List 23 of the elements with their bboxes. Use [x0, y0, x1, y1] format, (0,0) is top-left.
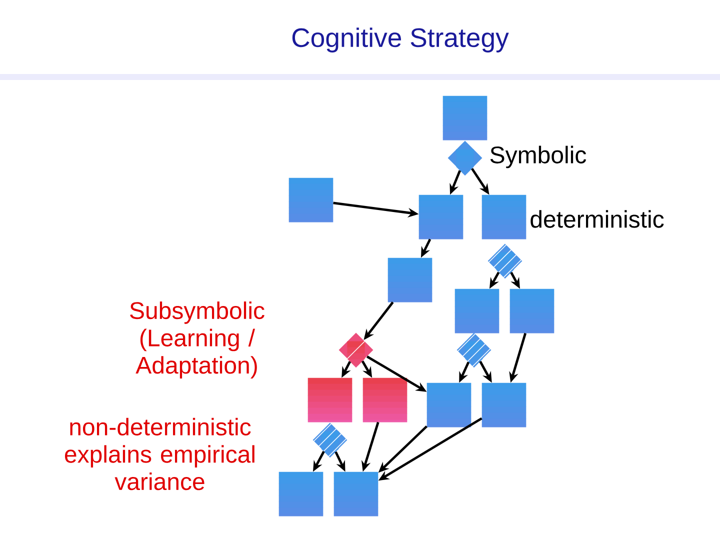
decision-diamond	[338, 332, 374, 368]
process-box	[426, 382, 472, 428]
process-box	[334, 472, 378, 516]
process-box	[482, 382, 526, 428]
process-box	[362, 378, 408, 422]
decision-diamond	[312, 422, 348, 458]
process-box	[418, 194, 464, 240]
process-box	[454, 288, 500, 334]
level-label: deterministic	[530, 210, 664, 228]
process-box	[308, 378, 352, 422]
description-text: Subsymbolic (Learning / Adaptation)	[130, 301, 264, 379]
process-box	[442, 96, 488, 140]
decision-diamond	[448, 140, 482, 176]
process-box	[510, 288, 554, 334]
level-label: Symbolic	[490, 146, 586, 168]
process-box	[388, 258, 432, 302]
process-box	[288, 178, 334, 222]
process-box	[482, 194, 526, 240]
title: Cognitive Strategy	[292, 28, 509, 52]
decision-diamond	[487, 243, 523, 279]
process-box	[278, 472, 324, 516]
decision-diamond	[456, 332, 492, 368]
description-text: non-deterministic explains empirical variance	[65, 418, 254, 490]
